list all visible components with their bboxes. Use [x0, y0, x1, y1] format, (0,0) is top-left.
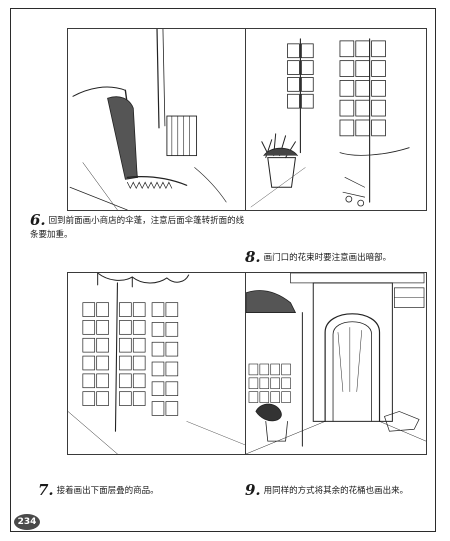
sketch-step-7 [67, 272, 249, 455]
stacked-goods-sketch [68, 273, 248, 454]
step-9-caption: 9.用同样的方式将其余的花桶也画出来。 [245, 483, 435, 498]
step-6-number: 6. [30, 211, 46, 229]
step-8-caption: 8.画门口的花束时要注意画出暗部。 [245, 250, 435, 265]
sketch-step-8 [245, 28, 427, 211]
step-7-caption: 7.接着画出下面层叠的商品。 [38, 483, 238, 498]
step-7-text: 接着画出下面层叠的商品。 [56, 486, 159, 496]
step-8-text: 画门口的花束时要注意画出暗部。 [263, 253, 392, 263]
sketch-step-6 [67, 28, 249, 211]
step-6-text: 回到前面画小商店的伞蓬，注意后面伞蓬转折面的线条要加重。 [30, 216, 245, 240]
step-9-number: 9. [245, 481, 261, 499]
sketch-step-9 [245, 272, 427, 455]
step-8-number: 8. [245, 248, 261, 266]
page-number-badge: 234 [14, 514, 40, 530]
step-9-text: 用同样的方式将其余的花桶也画出来。 [263, 486, 409, 496]
archway-street-sketch [246, 273, 426, 454]
awning-sketch [69, 29, 227, 210]
step-6-caption: 6.回到前面画小商店的伞蓬，注意后面伞蓬转折面的线条要加重。 [30, 213, 245, 242]
flower-stand-sketch [250, 38, 410, 208]
step-7-number: 7. [38, 481, 54, 499]
